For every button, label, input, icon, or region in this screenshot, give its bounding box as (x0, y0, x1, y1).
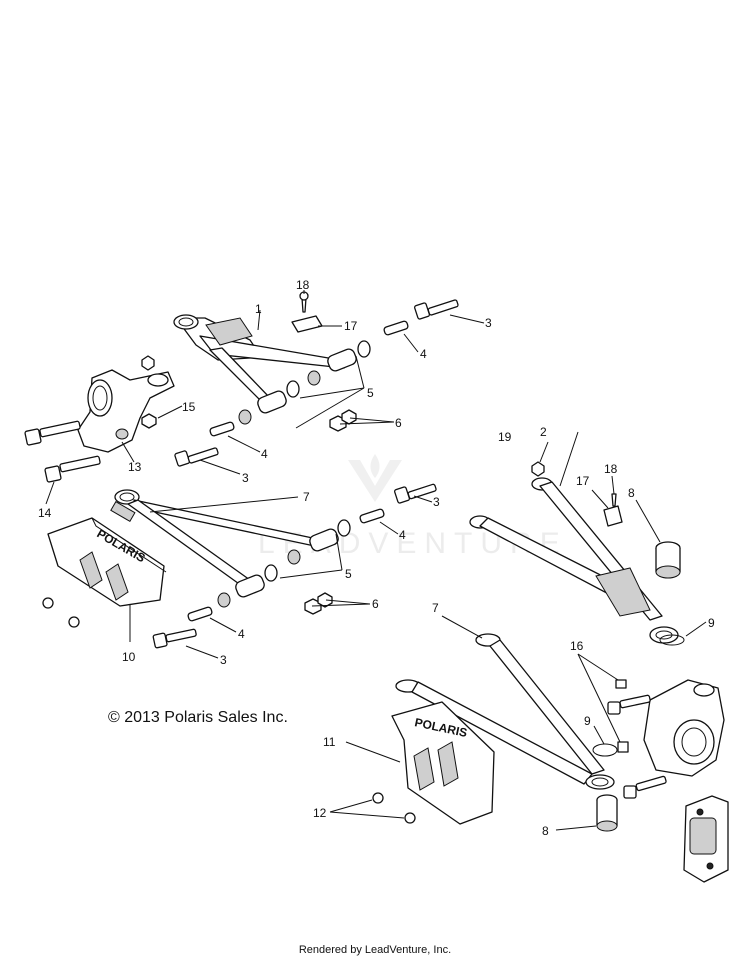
bolt-left-2 (152, 628, 197, 649)
callout-1: 1 (255, 302, 262, 316)
zerk-16b (617, 741, 629, 753)
nut-6b (341, 409, 357, 425)
pin-lower-left (187, 606, 213, 622)
upper-a-arm-right (469, 477, 679, 644)
bolts-12 (372, 792, 416, 824)
callout-4d: 4 (238, 627, 245, 641)
bolt-lower-right (394, 483, 437, 504)
callout-18b: 18 (604, 462, 618, 476)
bolt-knuckle-1 (607, 694, 651, 715)
watermark-logo-icon (348, 454, 402, 502)
callout-9b: 9 (584, 714, 591, 728)
lower-a-arm-left (110, 489, 325, 587)
callout-13: 13 (128, 460, 142, 474)
callout-6a: 6 (395, 416, 402, 430)
callout-3c: 3 (433, 495, 440, 509)
snap-ring-9-lower (592, 743, 618, 757)
nut-19 (531, 461, 545, 477)
skid-plate-left: POLARIS (47, 517, 167, 607)
callout-labels: 1 2 3 3 3 3 4 4 4 4 5 5 6 6 7 7 8 8 9 9 … (38, 278, 715, 838)
callout-12: 12 (313, 806, 327, 820)
callout-4a: 4 (420, 347, 427, 361)
bolts-10 (42, 597, 80, 628)
nut-6d (317, 592, 333, 608)
ball-joint-upper (655, 541, 681, 579)
bushings-upper-left (238, 340, 371, 425)
snap-ring-9-upper (659, 634, 685, 646)
callout-3b: 3 (242, 471, 249, 485)
ball-joint-lower (596, 794, 618, 832)
bolt-knuckle-2 (623, 775, 667, 799)
bushings-lower-left (217, 519, 351, 608)
callout-4b: 4 (261, 447, 268, 461)
pin-upper-lower (209, 421, 235, 437)
callout-17b: 17 (576, 474, 590, 488)
callout-3d: 3 (220, 653, 227, 667)
callout-7b: 7 (432, 601, 439, 615)
brake-caliper (683, 795, 729, 883)
bolt-14a (24, 420, 81, 446)
upper-a-arm-left (173, 314, 345, 403)
callout-5a: 5 (367, 386, 374, 400)
callout-14: 14 (38, 506, 52, 520)
lower-a-arm-right (395, 633, 615, 790)
callout-10: 10 (122, 650, 136, 664)
callout-8b: 8 (542, 824, 549, 838)
render-credit: Rendered by LeadVenture, Inc. (298, 944, 452, 956)
steering-knuckle-right (643, 679, 725, 777)
callout-16: 16 (570, 639, 584, 653)
callout-18a: 18 (296, 278, 310, 292)
skid-plate-right: POLARIS (391, 701, 495, 825)
callout-11: 11 (323, 735, 336, 749)
plate-17-upper (291, 315, 323, 333)
callout-7a: 7 (303, 490, 310, 504)
leader-lines (45, 290, 707, 831)
nut-6c (304, 598, 322, 615)
nut-15 (141, 413, 157, 429)
copyright-notice: © 2013 Polaris Sales Inc. (108, 709, 288, 726)
callout-6b: 6 (372, 597, 379, 611)
bolt-left-1 (174, 447, 219, 467)
callout-9a: 9 (708, 616, 715, 630)
plate-17-right (603, 505, 623, 527)
zerk-16a (615, 679, 627, 689)
pin-upper (383, 320, 409, 336)
callout-4c: 4 (399, 528, 406, 542)
bolt-upper-right (414, 299, 459, 320)
callout-17a: 17 (344, 319, 358, 333)
callout-2: 2 (540, 425, 547, 439)
steering-knuckle-left (77, 355, 175, 453)
screw-18-right (611, 493, 617, 507)
callout-3a: 3 (485, 316, 492, 330)
callout-19: 19 (498, 430, 512, 444)
bolt-14b (44, 455, 101, 483)
callout-8a: 8 (628, 486, 635, 500)
callout-5b: 5 (345, 567, 352, 581)
callout-15: 15 (182, 400, 196, 414)
pin-lower (359, 508, 385, 524)
